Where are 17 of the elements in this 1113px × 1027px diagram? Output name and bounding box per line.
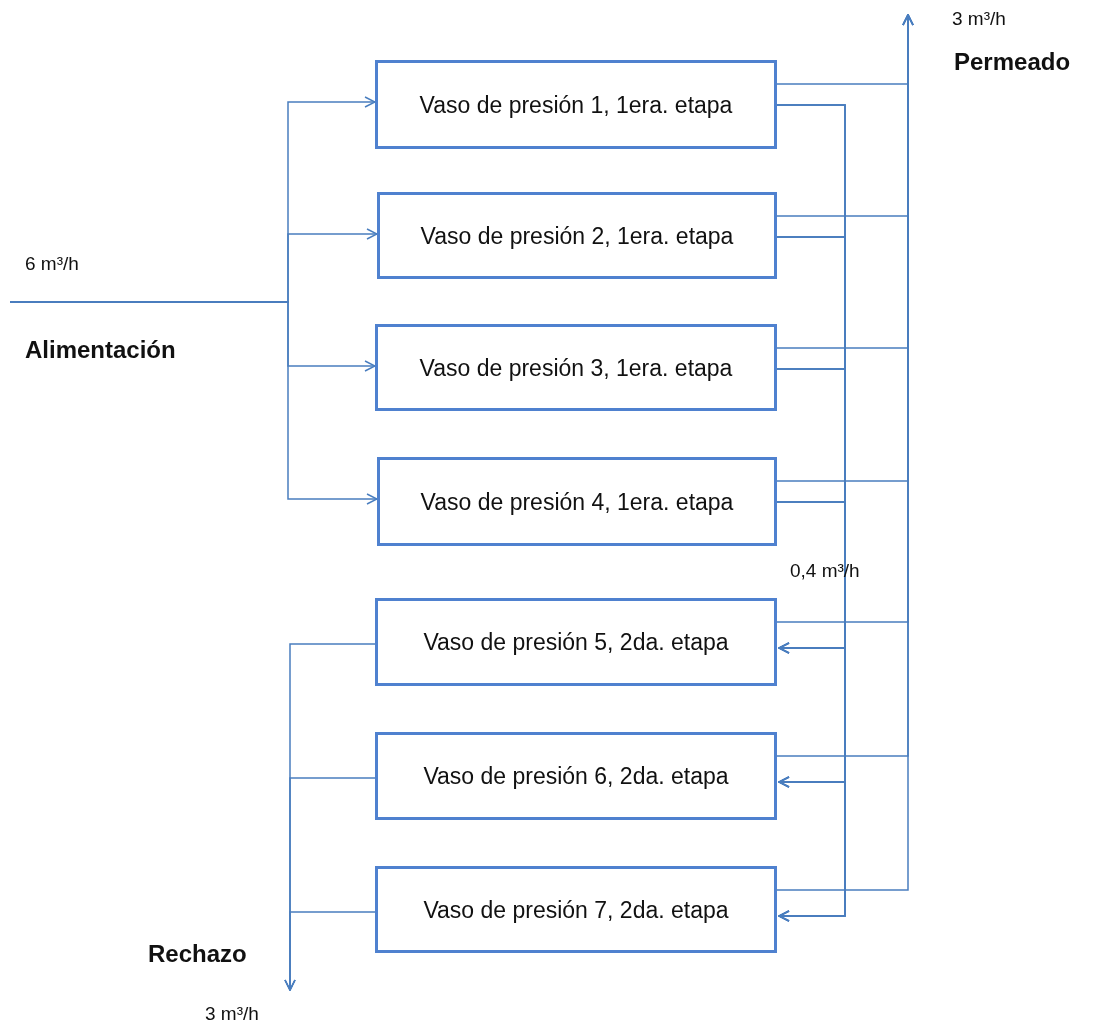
flow-rate-label: 3 m³/h <box>205 1003 259 1025</box>
flow-arrow <box>776 14 914 891</box>
process-box: Vaso de presión 2, 1era. etapa <box>377 192 777 279</box>
flow-arrow <box>9 301 378 505</box>
stream-name: Alimentación <box>25 336 176 364</box>
stream-name: Permeado <box>954 48 1071 76</box>
process-box: Vaso de presión 7, 2da. etapa <box>375 866 777 953</box>
process-box: Vaso de presión 5, 2da. etapa <box>375 598 777 686</box>
process-box: Vaso de presión 3, 1era. etapa <box>375 324 777 411</box>
flow-arrow <box>284 911 376 991</box>
process-box: Vaso de presión 4, 1era. etapa <box>377 457 777 546</box>
process-box: Vaso de presión 6, 2da. etapa <box>375 732 777 820</box>
stream-name: Rechazo <box>148 940 247 968</box>
flow-arrow <box>776 501 846 922</box>
flow-rate-label: 3 m³/h <box>952 8 1006 30</box>
process-box: Vaso de presión 1, 1era. etapa <box>375 60 777 149</box>
flow-rate-label: 6 m³/h <box>25 253 79 275</box>
